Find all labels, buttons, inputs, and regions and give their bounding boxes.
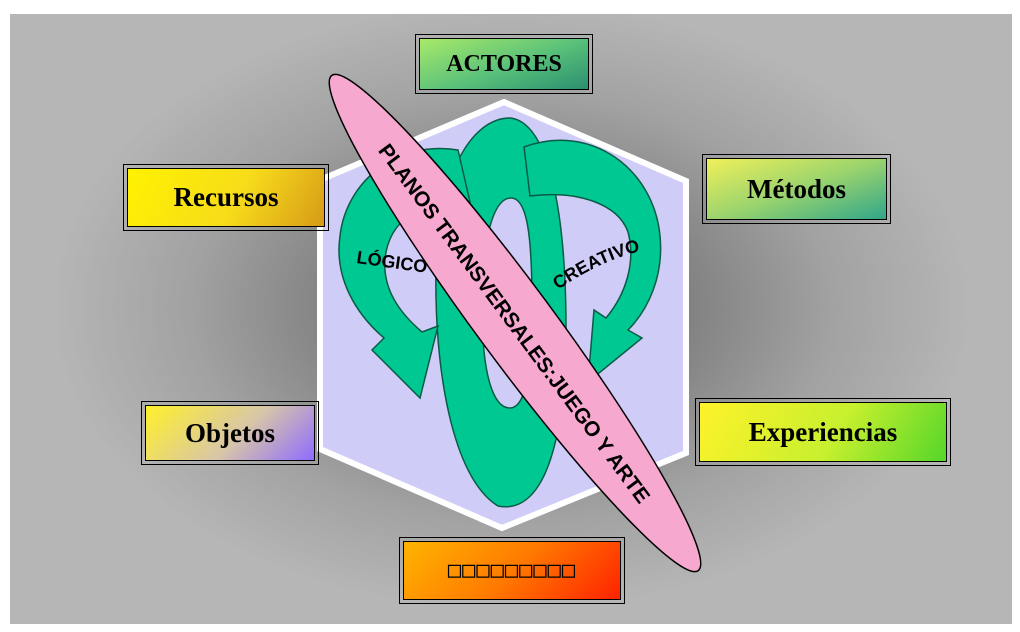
objetos-label: Objetos [145,405,315,461]
objetos-box: Objetos [141,401,319,465]
metodos-box: Métodos [702,154,891,224]
left-curved-arrow [338,147,471,400]
experiencias-label: Experiencias [699,402,947,462]
actores-label: ACTORES [419,38,589,90]
right-curved-arrow [523,139,662,384]
transversal-ellipse [328,73,702,573]
actores-box: ACTORES [415,34,593,94]
experiencias-box: Experiencias [695,398,951,466]
bottom-label: □□□□□□□□□ [403,541,621,600]
bottom-box: □□□□□□□□□ [399,537,625,604]
metodos-label: Métodos [706,158,887,220]
recursos-label: Recursos [127,168,325,227]
recursos-box: Recursos [123,164,329,231]
